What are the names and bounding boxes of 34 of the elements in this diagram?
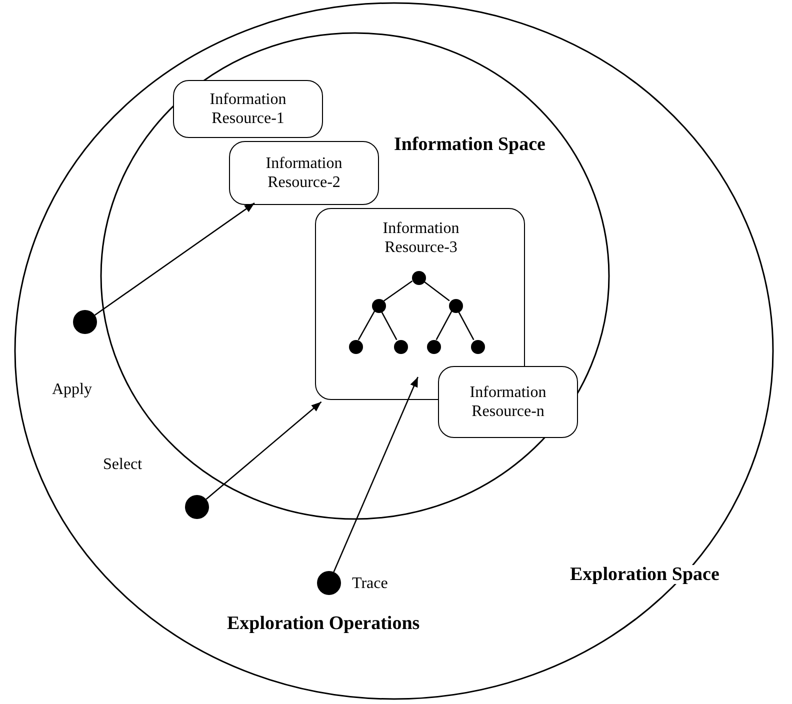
resource-label: Information Resource-1 [208, 90, 288, 128]
arrow [333, 376, 418, 572]
tree-branch [436, 310, 452, 340]
tree-node-dot [349, 340, 363, 354]
operation-label: Trace [352, 574, 388, 593]
tree-node-dot [449, 299, 463, 313]
arrow [94, 202, 255, 316]
resource-box [438, 366, 578, 438]
tree-node-dot [372, 299, 386, 313]
tree-branch [383, 280, 413, 302]
resource-label: Information Resource-2 [264, 154, 344, 192]
operation-dot [185, 495, 209, 519]
space-circle [14, 2, 774, 700]
resource-label: Information Resource-3 [382, 219, 460, 257]
arrow [206, 401, 322, 500]
tree-branch [423, 280, 450, 302]
operation-label: Select [103, 455, 142, 474]
operation-label: Apply [52, 380, 92, 399]
operation-dot [317, 571, 341, 595]
resource-box [229, 141, 379, 205]
space-circle [100, 32, 610, 520]
tree-node-dot [394, 340, 408, 354]
tree-node-dot [412, 271, 426, 285]
tree-branch [358, 310, 376, 340]
space-title: Information Space [392, 135, 548, 154]
tree-branch [380, 310, 398, 340]
tree-branch [458, 310, 474, 340]
tree-node-dot [471, 340, 485, 354]
resource-box [173, 80, 323, 138]
resource-label: Information Resource-n [468, 383, 548, 421]
operation-dot [73, 310, 97, 334]
tree-node-dot [427, 340, 441, 354]
space-title: Exploration Space [568, 565, 722, 584]
section-title: Exploration Operations [225, 614, 422, 633]
